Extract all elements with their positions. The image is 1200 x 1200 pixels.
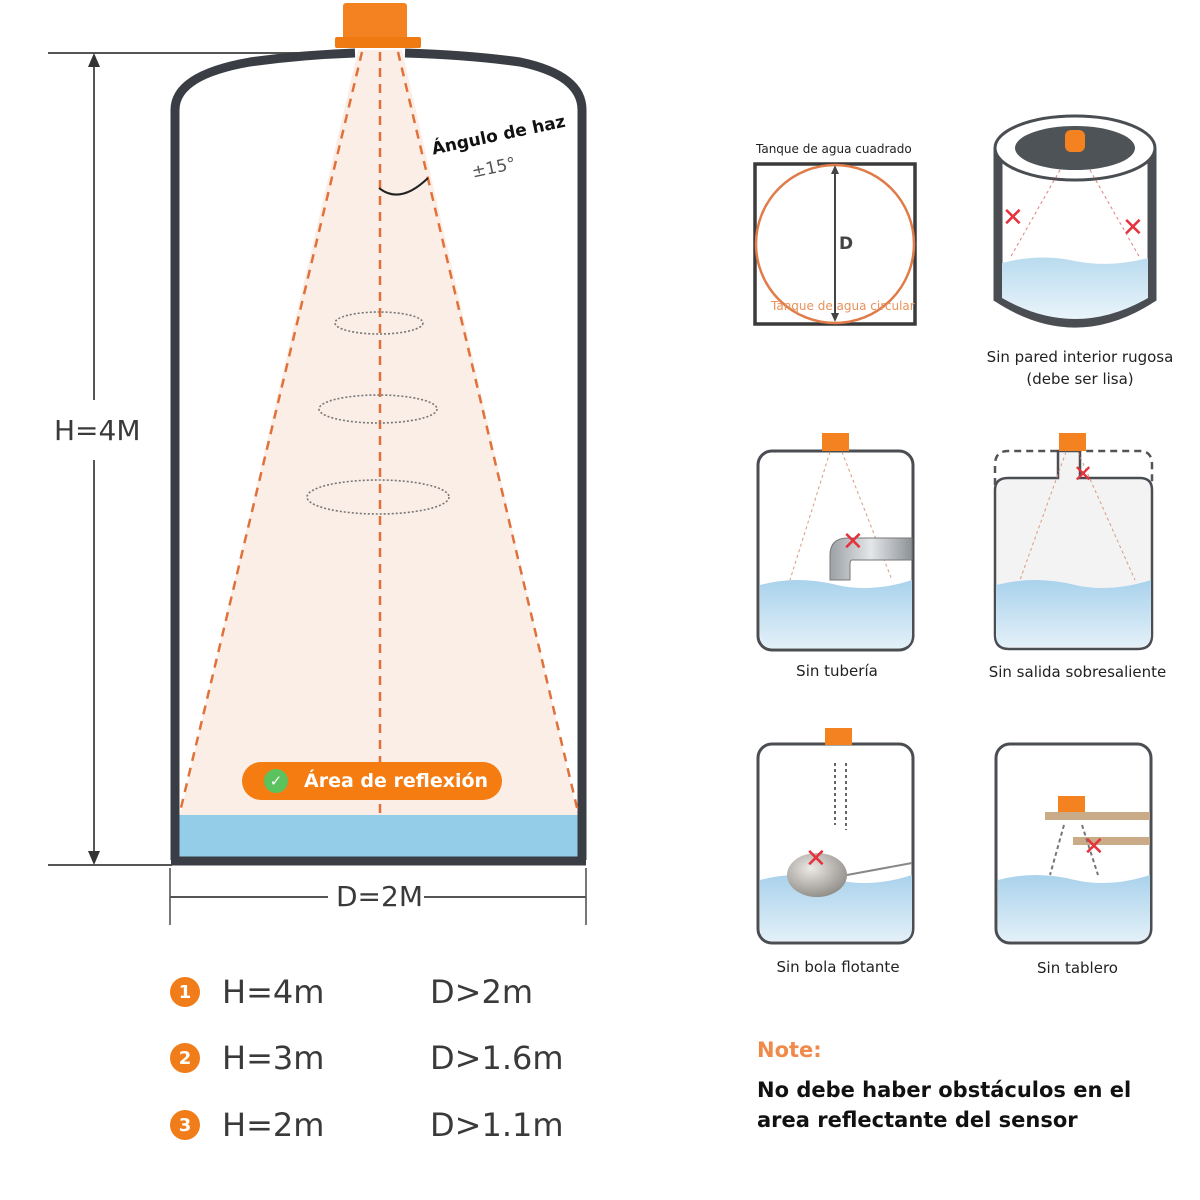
condition-caption-protruding-outlet: Sin salida sobresaliente <box>988 663 1167 681</box>
x-mark-icon: ✕ <box>842 527 864 557</box>
rough-wall-tank-figure: ✕ ✕ <box>993 114 1157 328</box>
height-dimension-label: H=4M <box>54 414 141 447</box>
note-body: No debe haber obstáculos en el area refl… <box>757 1078 1132 1132</box>
condition-caption-float-ball: Sin bola flotante <box>776 958 900 976</box>
pipe-tank-figure: ✕ <box>756 433 915 652</box>
diameter-symbol: D <box>839 234 854 254</box>
spec-row-3: 3 H=2m D>1.1m <box>170 1106 564 1144</box>
number-badge-icon: 3 <box>170 1110 200 1140</box>
spec-diameter: D>1.1m <box>430 1106 564 1144</box>
x-mark-icon: ✕ <box>1073 460 1093 488</box>
x-mark-icon: ✕ <box>1083 832 1105 862</box>
caption-line: Sin pared interior rugosa <box>986 348 1174 366</box>
x-mark-icon: ✕ <box>1122 213 1144 243</box>
square-circle-tank-figure <box>753 162 917 326</box>
diameter-dimension-label: D=2M <box>336 880 423 913</box>
condition-caption-rough-wall: Sin pared interior rugosa (debe ser lisa… <box>975 346 1185 390</box>
x-mark-icon: ✕ <box>1002 203 1024 233</box>
check-icon: ✓ <box>264 769 288 793</box>
condition-caption-board: Sin tablero <box>1037 959 1118 977</box>
spec-row-2: 2 H=3m D>1.6m <box>170 1039 564 1077</box>
caption-line: (debe ser lisa) <box>1026 370 1134 388</box>
number-badge-icon: 2 <box>170 1043 200 1073</box>
board-tank-figure: ✕ <box>994 742 1153 945</box>
condition-caption-pipe: Sin tubería <box>796 662 878 680</box>
spec-diameter: D>1.6m <box>430 1039 564 1077</box>
note-title: Note: <box>757 1038 822 1062</box>
float-ball-tank-figure: ✕ <box>756 728 915 945</box>
number-badge-icon: 1 <box>170 977 200 1007</box>
spec-diameter: D>2m <box>430 973 533 1011</box>
square-tank-label: Tanque de agua cuadrado <box>756 142 912 156</box>
spec-height: H=3m <box>222 1039 325 1077</box>
protruding-outlet-tank-figure: ✕ <box>993 433 1154 651</box>
spec-height: H=4m <box>222 973 325 1011</box>
x-mark-icon: ✕ <box>805 844 827 874</box>
circular-tank-label: Tanque de agua circular <box>771 299 915 313</box>
spec-height: H=2m <box>222 1106 325 1144</box>
reflection-area-label: Área de reflexión <box>304 770 489 792</box>
reflection-area-badge: ✓ Área de reflexión <box>242 762 502 800</box>
spec-row-1: 1 H=4m D>2m <box>170 973 533 1011</box>
